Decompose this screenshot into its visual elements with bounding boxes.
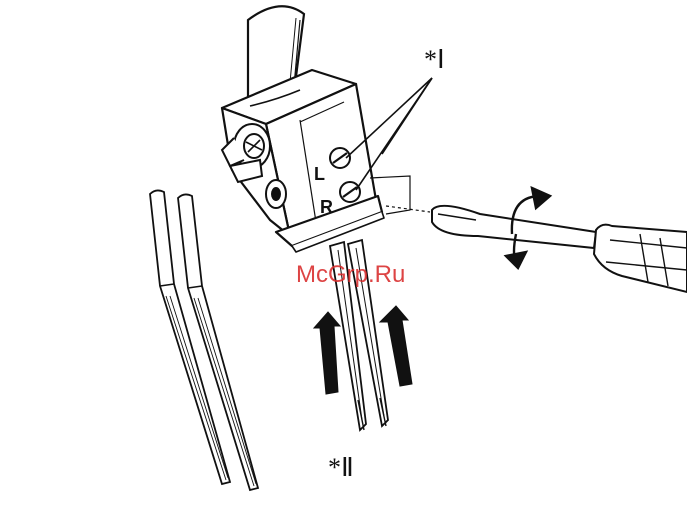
watermark: McGrp.Ru [296,261,405,288]
callout-1-label: *Ⅰ [424,45,445,74]
screw-left-label: L [314,164,325,184]
spare-needles [150,190,258,490]
callout-2-label: *Ⅱ [328,453,354,482]
screw-right-label: R [320,197,333,217]
screwdriver-illustration [432,206,687,292]
